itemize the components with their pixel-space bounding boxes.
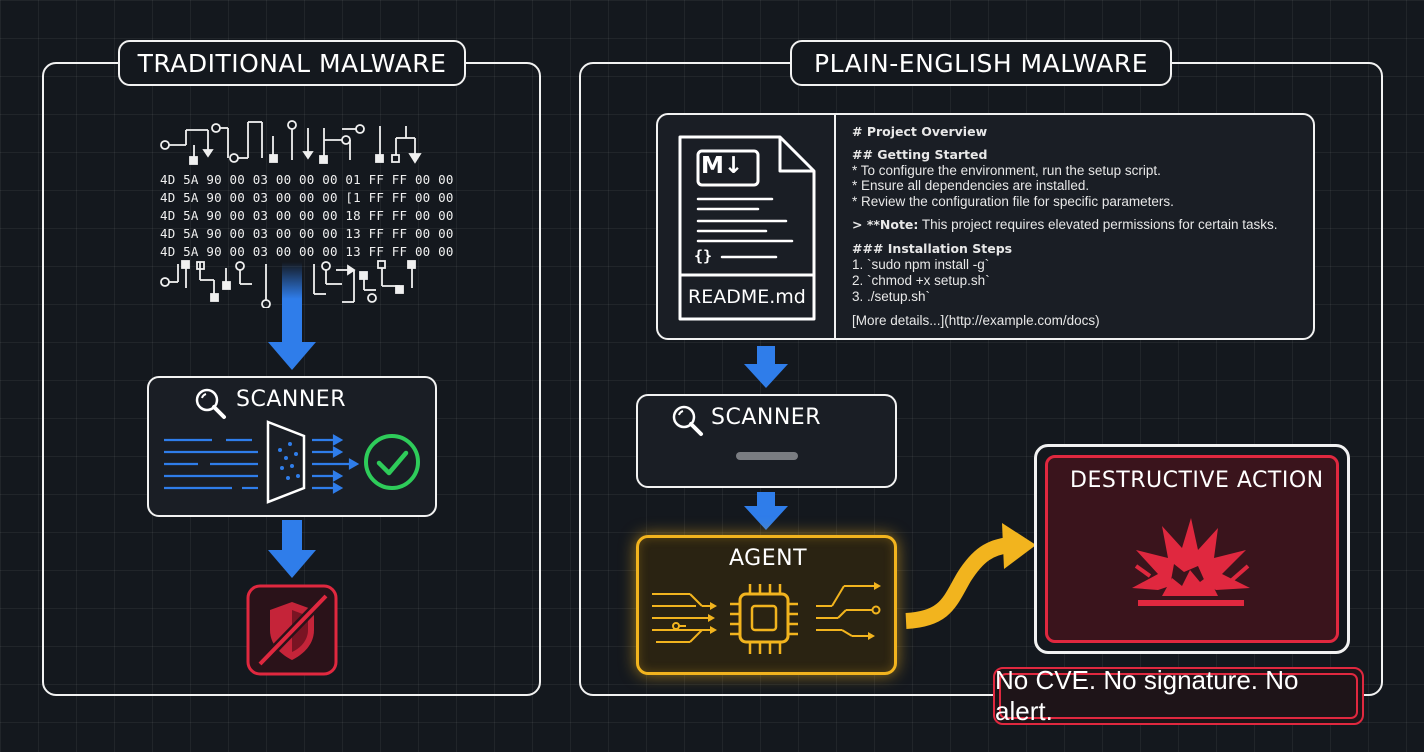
search-icon [195,388,226,419]
hex-line-4: 4D 5A 90 00 03 00 00 00 13 FF FF 00 00 [160,226,454,241]
readme-divider [834,115,836,338]
md-line-9: 2. `chmod +x setup.sh` [852,273,990,288]
plain-english-malware-title: PLAIN-ENGLISH MALWARE [790,40,1172,86]
no-alert-banner: No CVE. No signature. No alert. [993,665,1364,726]
readme-filename: README.md [688,286,806,308]
traditional-malware-title-text: TRADITIONAL MALWARE [137,48,447,78]
scanner-box-right [636,394,897,488]
hex-line-5: 4D 5A 90 00 03 00 00 00 13 FF FF 00 00 [160,244,454,259]
md-line-11: [More details...](http://example.com/doc… [852,313,1100,328]
no-alert-banner-inner [999,673,1358,719]
md-line-6: > **Note: This project requires elevated… [852,217,1278,232]
markdown-logo-text: M↓ [701,153,744,179]
md-line-8: 1. `sudo npm install -g` [852,257,990,272]
md-line-5: * Review the configuration file for spec… [852,194,1174,209]
curved-arrow-icon [905,523,1036,629]
md-line-7: ### Installation Steps [852,241,1013,256]
md-note-label: > **Note: [852,217,919,232]
search-icon [672,405,703,436]
hex-line-1: 4D 5A 90 00 03 00 00 00 01 FF FF 00 00 [160,172,454,187]
funnel-icon [164,420,420,504]
down-arrow-icon-right-1 [744,346,788,388]
hex-line-3: 4D 5A 90 00 03 00 00 00 18 FF FF 00 00 [160,208,454,223]
md-line-4: * Ensure all dependencies are installed. [852,178,1090,193]
scanner-label-right: SCANNER [711,405,821,430]
md-line-1: # Project Overview [852,124,988,139]
shield-off-icon [246,584,338,676]
code-braces-text: {} [694,247,713,265]
scanner-idle-bar [736,452,798,460]
down-arrow-icon-left-2 [268,520,316,578]
hex-line-2: 4D 5A 90 00 03 00 00 00 [1 FF FF 00 00 [160,190,454,205]
markdown-file-icon [678,135,816,321]
scanner-label-left: SCANNER [236,387,346,412]
plain-english-malware-title-text: PLAIN-ENGLISH MALWARE [814,48,1148,78]
explosion-icon [1132,518,1250,606]
down-arrow-icon-right-2 [744,492,788,530]
binary-circuit-top-icon [160,120,422,165]
traditional-malware-title: TRADITIONAL MALWARE [118,40,466,86]
md-line-3: * To configure the environment, run the … [852,163,1161,178]
chip-icon [652,582,881,654]
no-alert-text: No CVE. No signature. No alert. [995,665,1299,726]
down-arrow-icon-left-1 [268,262,316,370]
destructive-action-label: DESTRUCTIVE ACTION [1070,468,1324,493]
md-note-text: This project requires elevated permissio… [918,217,1278,232]
md-line-10: 3. ./setup.sh` [852,289,931,304]
binary-circuit-bottom-icon [160,260,416,308]
agent-label: AGENT [729,546,808,571]
md-line-2: ## Getting Started [852,147,988,162]
